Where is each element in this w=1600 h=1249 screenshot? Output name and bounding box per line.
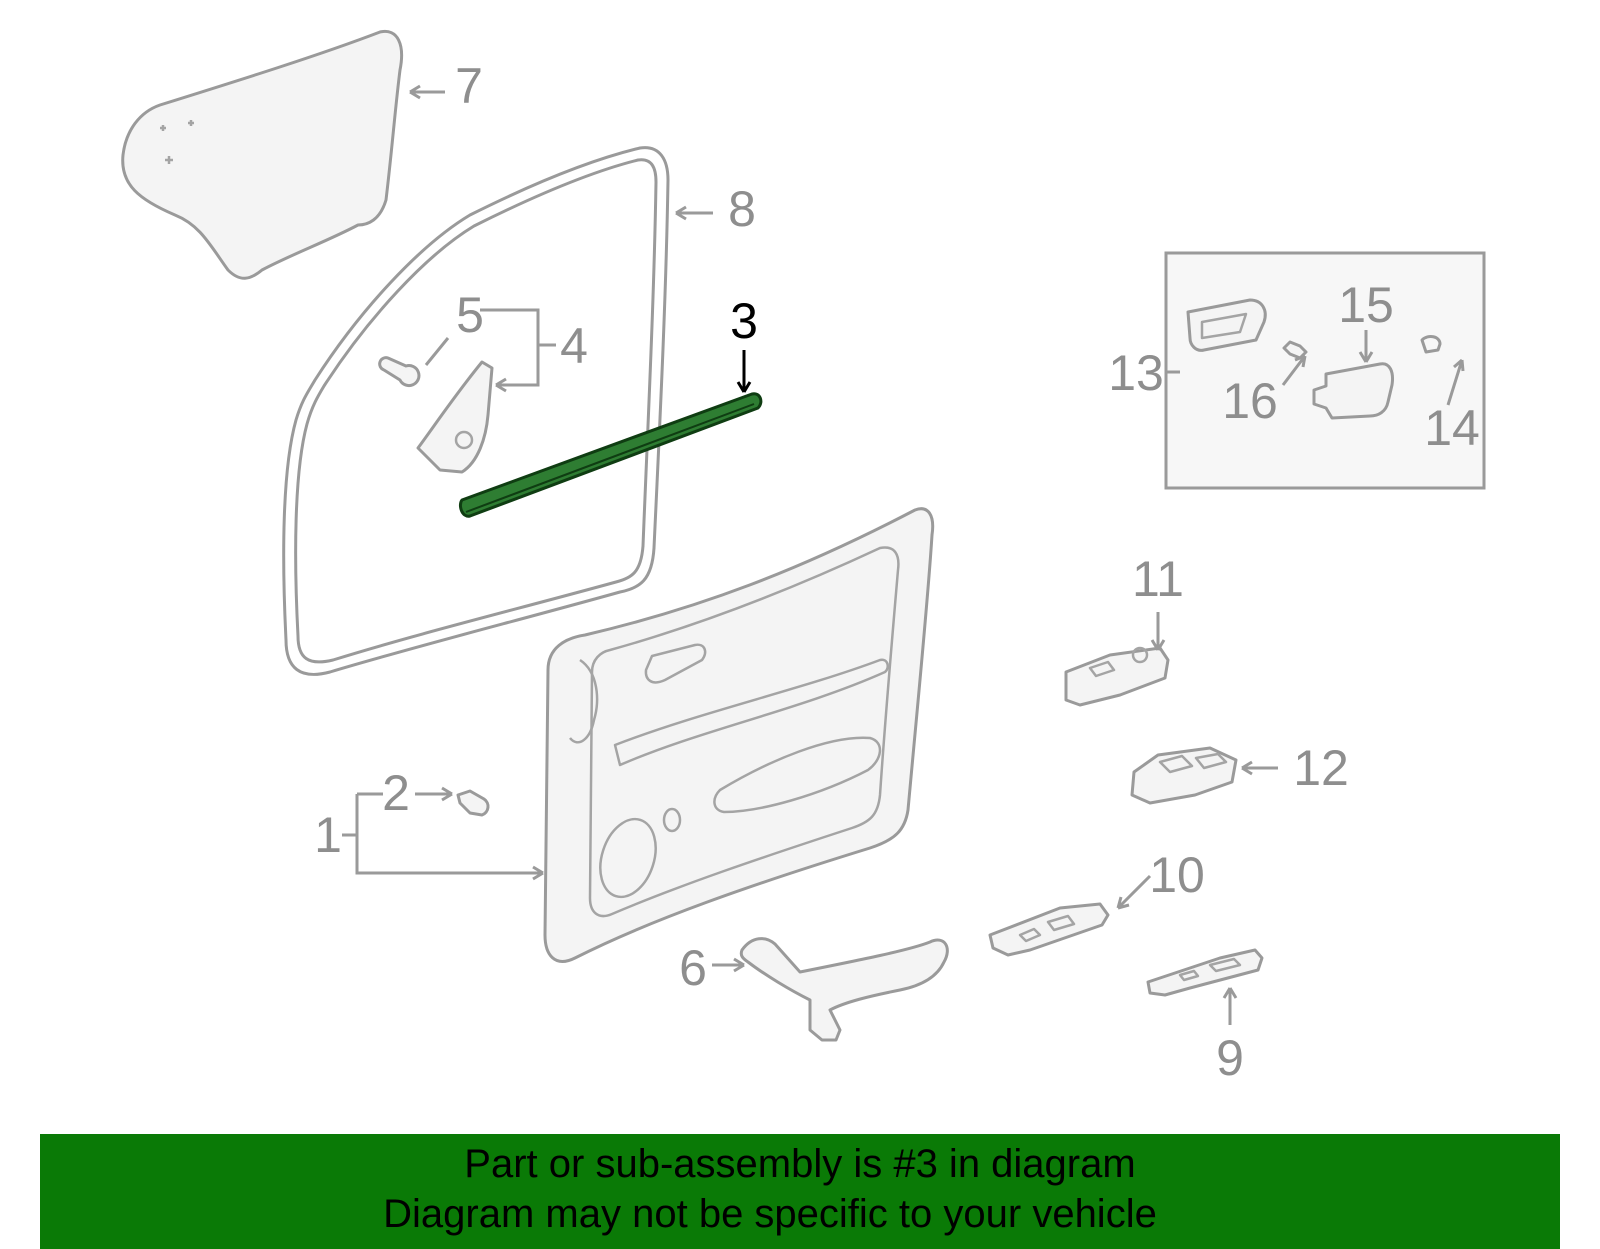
callout-1: 1 (314, 807, 342, 863)
callout-15: 15 (1338, 277, 1394, 333)
callout-7: 7 (455, 58, 483, 114)
callout-12: 12 (1293, 740, 1349, 796)
callout-11: 11 (1132, 551, 1184, 607)
callout-6: 6 (679, 940, 707, 996)
part-10-switch-panel (988, 902, 1110, 957)
part-3-belt-molding (458, 392, 763, 518)
callout-8: 8 (728, 181, 756, 237)
part-2-clip (456, 789, 490, 817)
leader-lines (342, 84, 1465, 1025)
part-9-switch-panel (1146, 948, 1264, 997)
callout-5: 5 (456, 287, 484, 343)
part-5-screw (378, 356, 421, 388)
part-13-group-box (1164, 251, 1486, 490)
part-8-weatherstrip (282, 146, 670, 676)
banner-line-disclaimer: Diagram may not be specific to your vehi… (383, 1192, 1157, 1236)
part-7-door-glass (121, 29, 404, 280)
part-1-door-trim-panel (543, 507, 935, 963)
part-12-switch (1130, 746, 1238, 805)
callout-4: 4 (560, 318, 588, 374)
callout-2: 2 (382, 765, 410, 821)
part-4-mirror-cover (416, 360, 494, 474)
callout-3: 3 (730, 293, 758, 349)
callout-16: 16 (1222, 373, 1278, 429)
part-6-pull-handle (739, 937, 949, 1042)
callout-9: 9 (1216, 1030, 1244, 1086)
banner-line-part-info: Part or sub-assembly is #3 in diagram (464, 1142, 1136, 1186)
callout-labels: 5 4 7 8 3 1 2 6 11 12 10 9 13 15 16 14 (314, 58, 1480, 1086)
callout-10: 10 (1149, 847, 1205, 903)
part-11-switch (1064, 646, 1170, 707)
info-banner: Part or sub-assembly is #3 in diagram Di… (40, 1134, 1560, 1249)
callout-14: 14 (1424, 400, 1480, 456)
callout-13: 13 (1108, 345, 1164, 401)
